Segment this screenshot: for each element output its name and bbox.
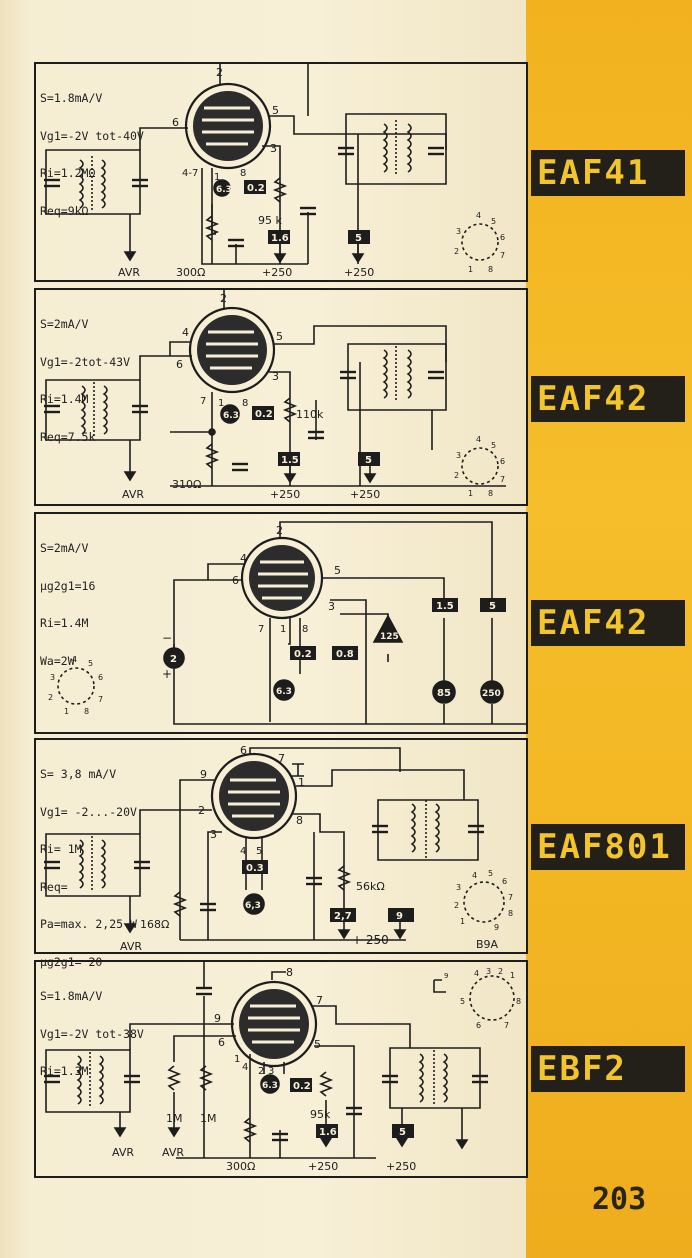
param-line: S=1.8mA/V — [40, 989, 103, 1003]
tube-label-eaf42: EAF42 — [531, 376, 685, 422]
tube-electrodes — [219, 761, 289, 831]
capacitors — [44, 986, 488, 1142]
param-line: Ri=1.2MΩ — [40, 166, 96, 180]
socket-diagram — [469, 975, 515, 1021]
coil — [442, 1053, 448, 1103]
param-line: Vg1=-2V tot-38V — [40, 1026, 144, 1041]
param-line: Ri=1.3M — [40, 1064, 89, 1078]
socket-diagram — [57, 667, 95, 705]
resistor — [282, 397, 298, 423]
meter-marker — [163, 647, 185, 669]
heater-marker — [273, 679, 295, 701]
socket-diagram — [461, 447, 499, 485]
tube-grids — [206, 330, 258, 370]
capacitors — [44, 824, 484, 912]
param-line: Vg1= -2...-20V — [40, 804, 137, 819]
param-line: μg2g1=16 — [40, 578, 96, 593]
param-line: Wa=2W — [40, 653, 75, 668]
param-line: Ri=1.4M — [40, 392, 89, 406]
param-line: S=2mA/V — [40, 317, 89, 331]
param-line: Req= — [40, 879, 68, 894]
coil-right-1 — [382, 123, 388, 173]
resistor — [198, 1065, 214, 1091]
tube-electrodes — [197, 315, 267, 385]
coil-left-2 — [100, 159, 106, 209]
tube-parameters: S=1.8mA/V Vg1=-2V tot-40V Ri=1.2MΩ Req=9… — [40, 67, 144, 242]
schematic-panel-eaf42-test: S=2mA/V μg2g1=16 Ri=1.4M Wa=2W 2 4 6 5 3… — [34, 512, 528, 734]
capacitors — [44, 370, 444, 472]
battery-marker — [432, 680, 456, 704]
tube-parameters: S= 3,8 mA/V Vg1= -2...-20V Ri= 1M Req= P… — [40, 743, 137, 993]
triangle-marker — [372, 614, 404, 643]
coil — [434, 803, 440, 853]
tube-grids — [248, 1004, 300, 1044]
tube-grids — [202, 106, 254, 146]
coil — [410, 803, 416, 853]
coil — [76, 1055, 82, 1105]
schematic-diagram — [44, 290, 506, 487]
param-line: Ri=1.4M — [40, 616, 89, 630]
param-line: Ri= 1M — [40, 842, 82, 856]
schematic-panel-eaf801: S= 3,8 mA/V Vg1= -2...-20V Ri= 1M Req= P… — [34, 738, 528, 968]
heater-marker — [213, 179, 231, 197]
param-line: S= 3,8 mA/V — [40, 767, 117, 781]
param-line: S=1.8mA/V — [40, 91, 103, 105]
schematic-diagram — [44, 64, 499, 265]
schematic-diagram — [44, 962, 515, 1159]
param-line: Vg1=-2V tot-40V — [40, 128, 144, 143]
tube-parameters: S=1.8mA/V Vg1=-2V tot-38V Ri=1.3M — [40, 965, 144, 1103]
param-line: Pa=max. 2,25 W — [40, 917, 137, 931]
tube-electrodes — [193, 91, 263, 161]
resistor — [204, 443, 220, 469]
tube-electrodes — [239, 989, 309, 1059]
heater-marker — [220, 404, 240, 424]
resistor — [172, 891, 188, 917]
coil — [102, 385, 108, 435]
tube-label-eaf42-test: EAF42 — [531, 600, 685, 646]
coil — [406, 349, 412, 399]
coil-right-2 — [406, 123, 412, 173]
schematic-panel-eaf41: S=1.8mA/V Vg1=-2V tot-40V Ri=1.2MΩ Req=9… — [34, 62, 528, 282]
resistor — [242, 1117, 258, 1143]
schematic-diagram — [44, 747, 505, 941]
coil — [382, 349, 388, 399]
resistor-cathode — [204, 215, 220, 241]
param-line: Req=9kΩ — [40, 203, 89, 218]
battery-marker — [480, 680, 504, 704]
resistor-screen — [272, 177, 288, 203]
tube-parameters: S=2mA/V Vg1=-2tot-43V Ri=1.4M Req=7.5k — [40, 293, 130, 468]
param-line: Req=7.5k — [40, 429, 96, 444]
tube-grids — [228, 778, 280, 818]
heater-marker — [243, 893, 265, 915]
param-line: S=2mA/V — [40, 541, 89, 555]
heater-marker — [260, 1074, 280, 1094]
socket-diagram — [461, 223, 499, 261]
capacitors — [44, 146, 444, 248]
schematic-panel-ebf2: S=1.8mA/V Vg1=-2V tot-38V Ri=1.3M 8 7 9 … — [34, 960, 528, 1178]
socket-diagram — [463, 881, 505, 923]
tube-envelope — [184, 82, 272, 170]
page-number: 203 — [592, 1182, 647, 1217]
coil-left-1 — [78, 159, 84, 209]
tube-label-eaf41: EAF41 — [531, 150, 685, 196]
resistor — [166, 1065, 182, 1091]
tube-label-eaf801: EAF801 — [531, 824, 685, 870]
coil — [100, 839, 106, 889]
resistor — [318, 1071, 334, 1097]
coil — [418, 1053, 424, 1103]
tube-label-ebf2: EBF2 — [531, 1046, 685, 1092]
resistor — [336, 865, 352, 891]
coil — [98, 1055, 104, 1105]
tube-grids — [258, 560, 308, 600]
tube-envelope — [210, 752, 298, 840]
tube-parameters: S=2mA/V μg2g1=16 Ri=1.4M Wa=2W — [40, 517, 95, 692]
schematic-panel-eaf42: S=2mA/V Vg1=-2tot-43V Ri=1.4M Req=7.5k 2… — [34, 288, 528, 506]
tube-envelope — [188, 306, 276, 394]
coil — [80, 385, 86, 435]
schematic-diagram — [57, 521, 526, 725]
tube-electrodes — [249, 545, 315, 611]
coil — [78, 839, 84, 889]
param-line: Vg1=-2tot-43V — [40, 354, 131, 369]
